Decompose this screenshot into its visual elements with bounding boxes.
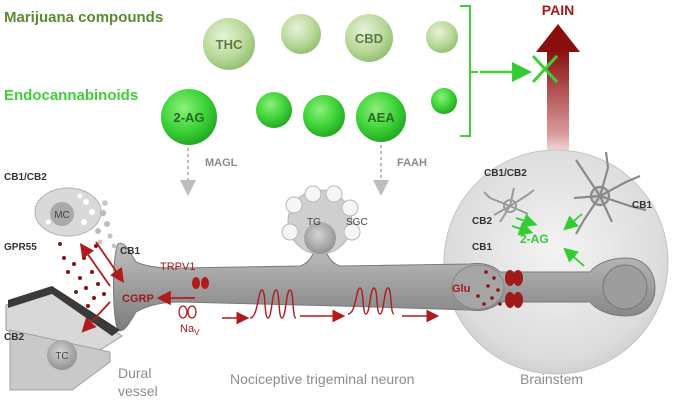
cgrp-to-mast-arrow — [79, 243, 111, 287]
neuron-terminal — [602, 264, 648, 310]
microglia-2ag-arrow — [563, 213, 583, 231]
cgrp-label: CGRP — [122, 293, 154, 305]
cb1cb2-brainstem-label: CB1/CB2 — [484, 168, 527, 179]
compounds-bracket — [460, 5, 478, 137]
cbd-sphere: CBD — [345, 14, 393, 62]
faah-label: FAAH — [397, 157, 427, 169]
glu-receptors — [505, 270, 523, 308]
aea-sphere: AEA — [356, 92, 406, 142]
glu-release-dots — [476, 270, 502, 306]
nav-channel — [178, 305, 197, 319]
mast-cell — [34, 187, 117, 249]
pain-arrow — [536, 24, 580, 180]
endocannabinoid-sphere — [256, 92, 292, 128]
action-potential-2 — [347, 287, 395, 315]
cgrp-to-vessel-arrow — [81, 301, 111, 333]
mc-label: MC — [54, 210, 70, 221]
dural-vessel — [5, 286, 123, 391]
cannabinoid-sphere — [281, 14, 321, 54]
action-potential-1 — [249, 289, 297, 319]
tg-label: TG — [307, 217, 321, 228]
magl-label: MAGL — [205, 157, 238, 169]
astrocyte-2ag-arrow-2 — [511, 221, 534, 236]
dural-vessel-label-line2: vessel — [118, 383, 158, 399]
brainstem-label: Brainstem — [520, 371, 583, 387]
tc-label: TC — [55, 351, 68, 362]
cb1-terminal-label: CB1 — [472, 242, 492, 253]
astrocyte — [483, 187, 535, 223]
nav-main: Na — [180, 323, 195, 335]
trigeminal-ganglion-cell — [281, 185, 361, 255]
cannabinoid-sphere — [426, 21, 458, 53]
neuron-2ag-arrow — [563, 247, 585, 267]
thc-sphere: THC — [203, 18, 255, 70]
endocannabinoid-sphere — [303, 95, 345, 137]
nav-label: NaV — [180, 323, 200, 337]
two-ag-label: 2-AG — [173, 110, 204, 125]
trpv1-label: TRPV1 — [160, 261, 195, 273]
trigeminal-neuron — [113, 231, 656, 332]
pain-label: PAIN — [542, 2, 574, 18]
gpr55-label: GPR55 — [4, 242, 37, 253]
cbd-label: CBD — [355, 31, 383, 46]
two-ag-brainstem-label: 2-AG — [520, 232, 549, 246]
brainstem-region — [443, 149, 669, 375]
cb1-nerve-label: CB1 — [120, 246, 140, 257]
nav-subscript: V — [194, 328, 200, 337]
mast-to-nerve-arrow — [95, 241, 125, 283]
aea-label: AEA — [367, 110, 395, 125]
trpv1-channel — [192, 277, 209, 289]
cb1cb2-periphery-label: CB1/CB2 — [4, 172, 47, 183]
cb2-vessel-label: CB2 — [4, 332, 24, 343]
heading-endocannabinoids: Endocannabinoids — [4, 87, 138, 104]
two-ag-sphere: 2-AG — [161, 89, 217, 145]
thc-label: THC — [216, 37, 243, 52]
microglia-neuron — [573, 151, 647, 235]
block-x-icon — [531, 54, 559, 84]
cb1-neuron-label: CB1 — [632, 200, 652, 211]
glu-label: Glu — [452, 283, 470, 295]
sgc-label: SGC — [346, 217, 368, 228]
heading-marijuana-compounds: Marijuana compounds — [4, 9, 163, 26]
cb2-brainstem-label: CB2 — [472, 216, 492, 227]
neuron-label: Nociceptive trigeminal neuron — [230, 371, 414, 387]
dural-vessel-label-line1: Dural — [118, 365, 151, 381]
endocannabinoid-sphere — [431, 88, 457, 114]
